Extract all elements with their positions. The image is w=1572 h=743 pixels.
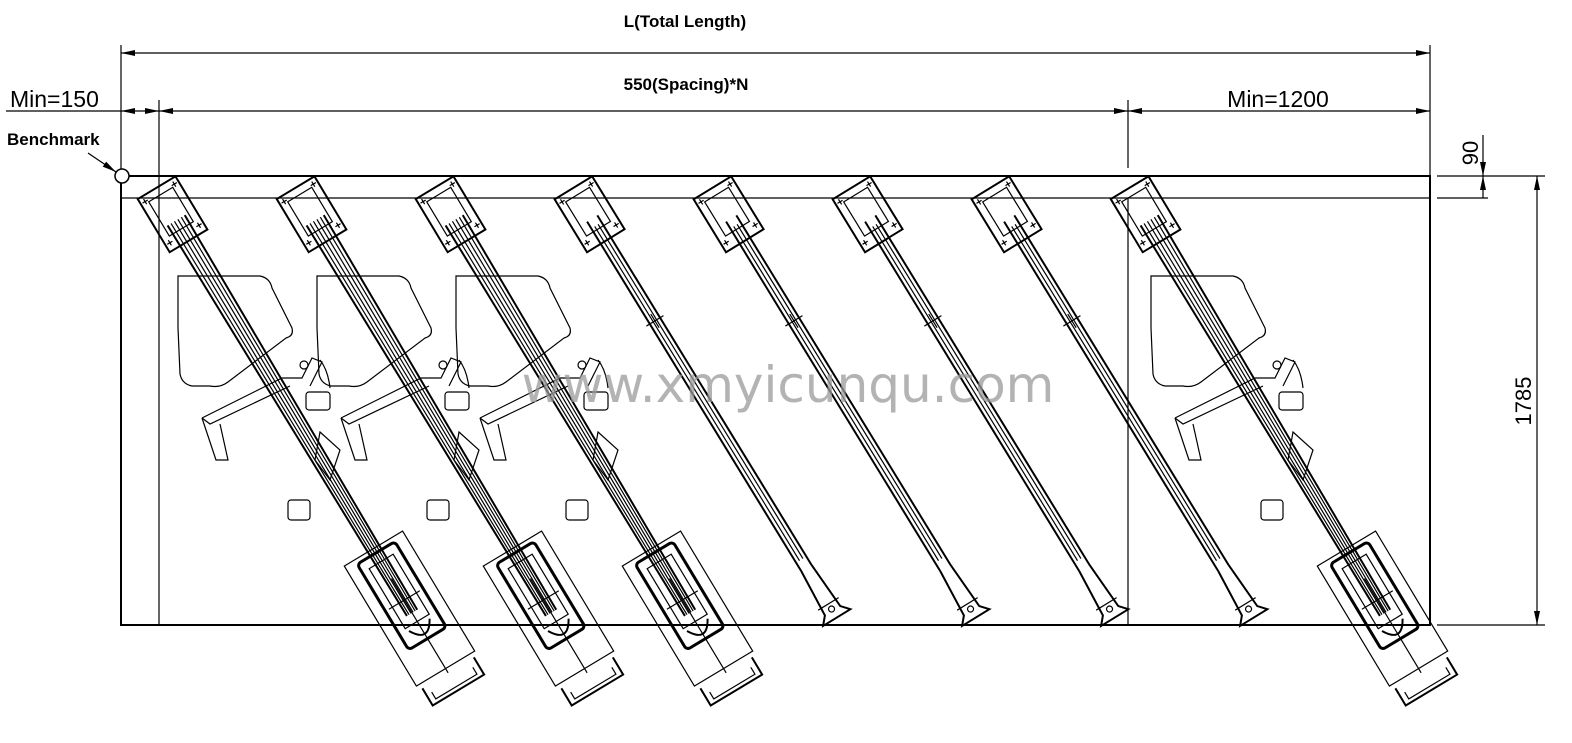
rack-7 — [970, 174, 1270, 628]
dimension-min-left: Min=150 — [6, 86, 159, 114]
height-1785-label: 1785 — [1511, 377, 1536, 426]
rack-3 — [414, 175, 764, 707]
rack-8 — [1109, 175, 1459, 707]
min-left-label: Min=150 — [10, 86, 99, 112]
bicycle-1 — [177, 275, 341, 521]
spacing-label: 550(Spacing)*N — [624, 75, 749, 94]
bicycle-3 — [455, 275, 619, 521]
benchmark-circle-icon — [114, 168, 130, 184]
rack-4 — [553, 174, 853, 628]
rack-5 — [692, 174, 992, 628]
total-length-label: L(Total Length) — [624, 12, 746, 31]
benchmark-label: Benchmark — [7, 130, 100, 149]
rack-6 — [831, 174, 1131, 628]
rack-1 — [136, 175, 486, 707]
min-right-label: Min=1200 — [1227, 86, 1329, 112]
bicycle-8 — [1150, 275, 1314, 521]
dimension-min-right: Min=1200 — [1128, 86, 1430, 114]
dimension-total-length: L(Total Length) — [121, 12, 1430, 56]
dimension-1785: 1785 — [1511, 176, 1540, 625]
racks — [136, 174, 1459, 707]
benchmark-marker: Benchmark — [7, 130, 130, 184]
bicycle-2 — [316, 275, 480, 521]
rack-2 — [275, 175, 625, 707]
offset-90-label: 90 — [1458, 141, 1483, 165]
floor-outline — [120, 175, 1431, 626]
dimension-90: 90 — [1458, 135, 1486, 198]
dimension-spacing: 550(Spacing)*N — [159, 75, 1128, 114]
extension-lines — [120, 45, 1545, 626]
watermark-text: www.xmyicunqu.com — [522, 356, 1055, 414]
